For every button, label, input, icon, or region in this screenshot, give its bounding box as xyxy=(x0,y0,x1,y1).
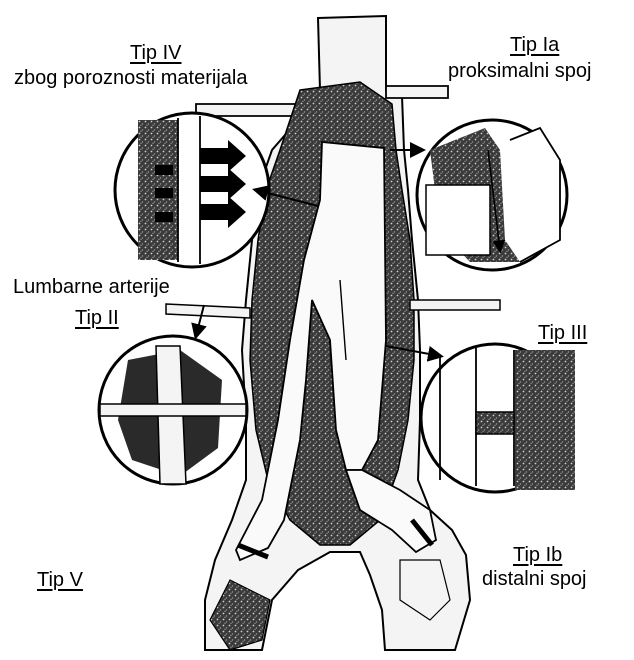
inset-tip2 xyxy=(99,336,247,484)
inset-tip3 xyxy=(421,344,575,492)
tip1b-title: Tip Ib xyxy=(513,544,562,566)
inset-tip1a xyxy=(417,120,567,270)
lumbar-arteries-label: Lumbarne arterije xyxy=(13,276,170,298)
tip4-subtitle: zbog poroznosti materijala xyxy=(14,67,247,89)
tip1b-subtitle: distalni spoj xyxy=(482,568,587,590)
tip2-title: Tip II xyxy=(75,307,119,329)
tip1a-title: Tip Ia xyxy=(510,34,559,56)
tip1a-subtitle: proksimalni spoj xyxy=(448,60,591,82)
tip5-title: Tip V xyxy=(37,569,83,591)
tip4-title: Tip IV xyxy=(130,42,182,64)
renal-artery-right xyxy=(386,86,448,98)
lumbar-artery-left xyxy=(166,304,250,318)
inset-tip4 xyxy=(115,113,269,267)
tip3-title: Tip III xyxy=(538,322,587,344)
lumbar-artery-right xyxy=(410,300,500,310)
